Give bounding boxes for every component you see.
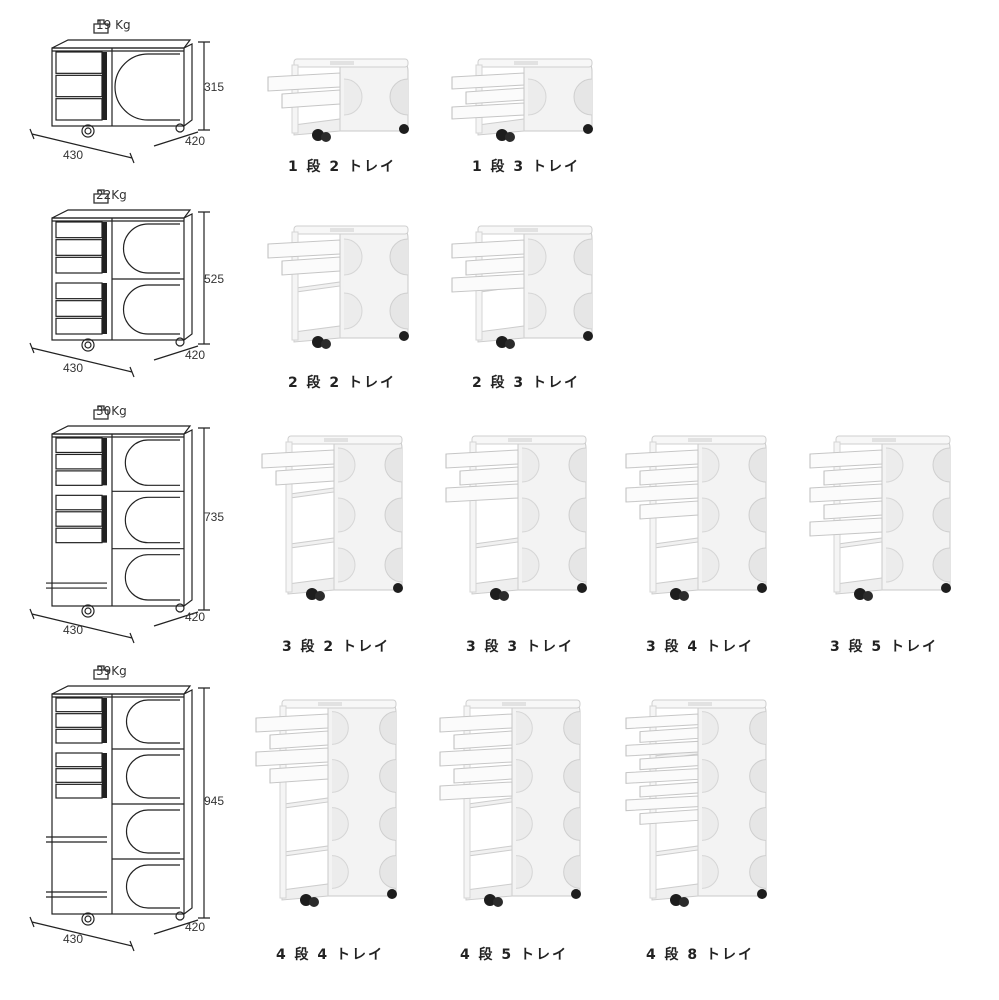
- weight-label: 19 Kg: [93, 18, 131, 34]
- cart-outline-drawing: [29, 39, 210, 164]
- depth-dimension: 420: [185, 134, 206, 148]
- cart-image: [451, 225, 593, 349]
- product-label: 3 段 2 トレイ: [281, 639, 391, 655]
- cart-image: [451, 58, 593, 142]
- cart-image: [625, 435, 767, 601]
- line-drawing-1: 19 Kg 315 430 420: [0, 18, 240, 258]
- spec-row-2: 22Kg 525 430 420: [0, 188, 999, 398]
- weight-label: 22Kg: [93, 188, 127, 204]
- product-label: 3 段 3 トレイ: [465, 639, 575, 655]
- height-dimension: 945: [204, 794, 225, 808]
- width-dimension: 430: [63, 932, 84, 946]
- product-render: [620, 696, 780, 920]
- product-label: 4 段 5 トレイ: [459, 947, 569, 963]
- product-label: 3 段 5 トレイ: [829, 639, 939, 655]
- cart-image: [267, 225, 409, 349]
- product-render: [446, 222, 606, 362]
- product-render: [262, 55, 422, 155]
- product-label: 2 段 3 トレイ: [471, 375, 581, 391]
- height-dimension: 735: [204, 510, 225, 524]
- depth-dimension: 420: [185, 348, 206, 362]
- product-render: [434, 696, 594, 920]
- weight-label: 30Kg: [93, 404, 127, 420]
- line-drawing-2: 22Kg 525 430 420: [0, 188, 240, 428]
- product-label: 4 段 8 トレイ: [645, 947, 755, 963]
- depth-dimension: 420: [185, 610, 206, 624]
- product-render: [620, 432, 780, 614]
- cart-outline-drawing: [29, 685, 210, 952]
- product-label: 2 段 2 トレイ: [287, 375, 397, 391]
- spec-row-3: 30Kg 735 430 420: [0, 404, 999, 654]
- cart-image: [261, 435, 403, 601]
- line-drawing-4: 39Kg 945 430 420: [0, 664, 240, 952]
- product-render: [804, 432, 964, 614]
- cart-image: [809, 435, 951, 601]
- product-label: 3 段 4 トレイ: [645, 639, 755, 655]
- product-render: [440, 432, 600, 614]
- spec-row-4: 39Kg 945 430 420: [0, 664, 999, 964]
- product-label: 4 段 4 トレイ: [275, 947, 385, 963]
- weight-label: 39Kg: [93, 664, 127, 680]
- cart-image: [445, 435, 587, 601]
- depth-dimension: 420: [185, 920, 206, 934]
- line-drawing-3: 30Kg 735 430 420: [0, 404, 240, 644]
- width-dimension: 430: [63, 623, 84, 637]
- product-label: 1 段 3 トレイ: [471, 159, 581, 175]
- cart-image: [255, 699, 397, 907]
- cart-image: [267, 58, 409, 142]
- cart-outline-drawing: [29, 425, 210, 644]
- product-render: [250, 696, 410, 920]
- height-dimension: 525: [204, 272, 225, 286]
- product-render: [262, 222, 422, 362]
- product-render: [446, 55, 606, 155]
- cart-image: [625, 699, 767, 907]
- height-dimension: 315: [204, 80, 225, 94]
- product-render: [256, 432, 416, 614]
- width-dimension: 430: [63, 148, 84, 162]
- product-label: 1 段 2 トレイ: [287, 159, 397, 175]
- cart-outline-drawing: [29, 209, 210, 378]
- width-dimension: 430: [63, 361, 84, 375]
- spec-row-1: 19 Kg 315 430 420: [0, 18, 999, 198]
- cart-image: [439, 699, 581, 907]
